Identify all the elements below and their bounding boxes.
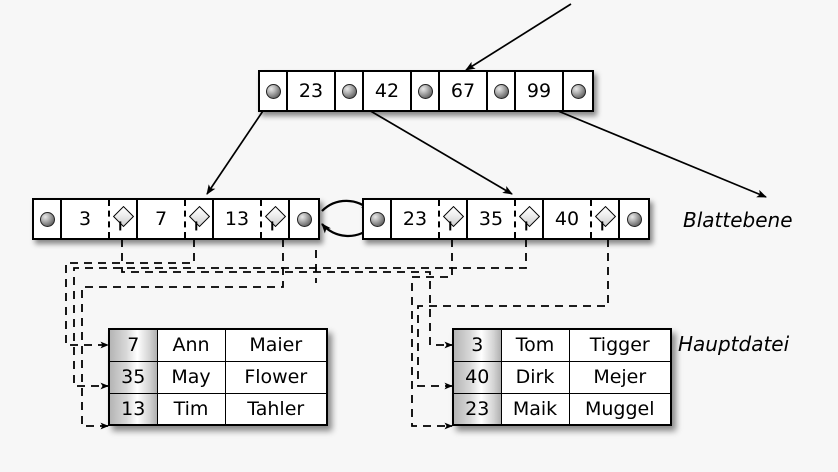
leaf-left-next-pointer[interactable] (290, 200, 318, 238)
record-lastname: Maier (224, 328, 328, 362)
data-table-left[interactable]: 7 Ann Maier 35 May Flower 13 Tim Tahler (108, 328, 328, 426)
label-blattebene: Blattebene (683, 208, 793, 232)
root-pointer-1[interactable] (336, 72, 364, 110)
record-link-right-35 (73, 239, 527, 390)
sphere-icon (626, 211, 642, 227)
record-firstname: Tom (500, 328, 570, 362)
record-lastname: Mejer (568, 360, 672, 394)
record-key: 23 (452, 392, 502, 426)
root-key-2: 67 (440, 72, 488, 110)
arrow-root-to-right-leaf (344, 95, 513, 195)
sphere-icon (493, 83, 509, 99)
sphere-icon (417, 83, 433, 99)
root-key-3: 99 (516, 72, 564, 110)
leaf-right-record-pointer-1[interactable] (516, 200, 544, 238)
leaf-right-key-2: 40 (544, 200, 592, 238)
leaf-left-key-2: 13 (214, 200, 262, 238)
table-row[interactable]: 35 May Flower (108, 360, 328, 394)
record-link-left-3 (121, 239, 453, 349)
root-pointer-3[interactable] (488, 72, 516, 110)
leaf-left-record-pointer-2[interactable] (262, 200, 290, 238)
root-key-0: 23 (288, 72, 336, 110)
data-table-right[interactable]: 3 Tom Tigger 40 Dirk Mejer 23 Maik Mugge… (452, 328, 672, 426)
record-lastname: Muggel (568, 392, 672, 426)
leaf-left-prev-pointer[interactable] (34, 200, 62, 238)
record-firstname: May (156, 360, 226, 394)
leaf-left-key-1: 7 (138, 200, 186, 238)
arrow-root-to-left-leaf (206, 95, 274, 195)
leaf-right-prev-pointer[interactable] (364, 200, 392, 238)
sphere-icon (265, 83, 281, 99)
sphere-icon (39, 211, 55, 227)
record-link-right-23 (411, 239, 453, 430)
table-row[interactable]: 23 Maik Muggel (452, 392, 672, 426)
record-firstname: Tim (156, 392, 226, 426)
record-link-right-40 (417, 239, 609, 390)
sphere-icon (296, 211, 312, 227)
diamond-icon (188, 205, 210, 227)
leaf-right-key-1: 35 (468, 200, 516, 238)
sphere-icon (341, 83, 357, 99)
root-node[interactable]: 23 42 67 99 (258, 70, 594, 112)
sphere-icon (570, 83, 586, 99)
diamond-icon (112, 205, 134, 227)
record-firstname: Dirk (500, 360, 570, 394)
record-key: 7 (108, 328, 158, 362)
sphere-icon (369, 211, 385, 227)
record-key: 40 (452, 360, 502, 394)
table-row[interactable]: 3 Tom Tigger (452, 328, 672, 362)
label-hauptdatei: Hauptdatei (678, 332, 790, 356)
root-pointer-4[interactable] (564, 72, 592, 110)
leaf-right-next-pointer[interactable] (620, 200, 648, 238)
leaf-right-record-pointer-0[interactable] (440, 200, 468, 238)
leaf-right-key-0: 23 (392, 200, 440, 238)
record-lastname: Tahler (224, 392, 328, 426)
root-pointer-2[interactable] (412, 72, 440, 110)
leaf-node-right[interactable]: 23 35 40 (362, 198, 650, 240)
record-key: 13 (108, 392, 158, 426)
table-row[interactable]: 13 Tim Tahler (108, 392, 328, 426)
leaf-node-left[interactable]: 3 7 13 (32, 198, 320, 240)
record-link-left-13 (81, 239, 284, 430)
record-link-left-7 (65, 239, 195, 349)
record-lastname: Flower (224, 360, 328, 394)
root-key-1: 42 (364, 72, 412, 110)
leaf-right-record-pointer-2[interactable] (592, 200, 620, 238)
leaf-left-record-pointer-0[interactable] (110, 200, 138, 238)
diamond-icon (264, 205, 286, 227)
diamond-icon (518, 205, 540, 227)
record-lastname: Tigger (568, 328, 672, 362)
leaf-left-key-0: 3 (62, 200, 110, 238)
arrow-into-root (465, 3, 572, 71)
record-key: 3 (452, 328, 502, 362)
root-pointer-0[interactable] (260, 72, 288, 110)
table-row[interactable]: 7 Ann Maier (108, 328, 328, 362)
table-row[interactable]: 40 Dirk Mejer (452, 360, 672, 394)
leaf-left-record-pointer-1[interactable] (186, 200, 214, 238)
record-firstname: Maik (500, 392, 570, 426)
record-key: 35 (108, 360, 158, 394)
diamond-icon (594, 205, 616, 227)
record-firstname: Ann (156, 328, 226, 362)
diamond-icon (442, 205, 464, 227)
